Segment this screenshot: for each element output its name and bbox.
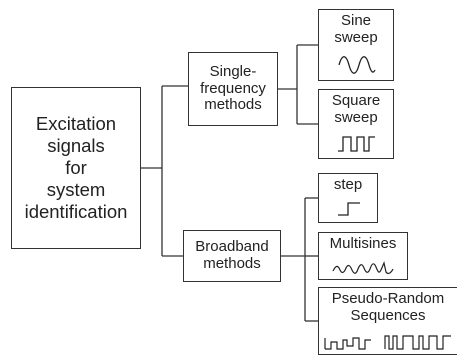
root-label-line-2: signals: [47, 134, 105, 156]
node-multisines: Multisines: [318, 232, 408, 280]
prs-label-line-1: Pseudo-Random: [331, 290, 445, 307]
single-label-line-1: Single-: [209, 62, 257, 80]
node-broadband-methods: Broadband methods: [183, 230, 281, 282]
sine-wave-icon: [338, 56, 376, 74]
sine-label-line-1: Sine: [340, 12, 372, 29]
prbs-signal-icon: [324, 335, 451, 350]
square-label-line-2: sweep: [334, 108, 378, 126]
node-sine-sweep: Sine sweep: [318, 9, 394, 81]
multisines-label: Multisines: [329, 235, 397, 252]
root-label-line-3: for: [65, 156, 87, 178]
root-node-excitation-signals: Excitation signals for system identifica…: [11, 87, 141, 249]
broadband-label-line-1: Broadband: [195, 238, 269, 256]
square-label-line-1: Square: [331, 92, 381, 109]
single-label-line-3: methods: [204, 96, 262, 114]
square-wave-icon: [338, 136, 375, 152]
sine-label-line-2: sweep: [334, 28, 378, 46]
node-single-frequency-methods: Single- frequency methods: [188, 52, 278, 126]
root-label-line-4: system: [46, 179, 106, 201]
node-square-sweep: Square sweep: [318, 89, 394, 159]
step-label: step: [333, 176, 363, 193]
node-pseudo-random-sequences: Pseudo-Random Sequences: [318, 287, 457, 355]
root-label-line-5: identification: [24, 201, 128, 223]
prs-label-line-2: Sequences: [350, 306, 426, 324]
broadband-label-line-2: methods: [203, 255, 261, 272]
single-label-line-2: frequency: [200, 79, 266, 97]
multisine-wave-icon: [332, 261, 394, 275]
root-label-line-1: Excitation: [35, 112, 117, 134]
step-signal-icon: [338, 202, 360, 216]
node-step: step: [318, 173, 378, 223]
